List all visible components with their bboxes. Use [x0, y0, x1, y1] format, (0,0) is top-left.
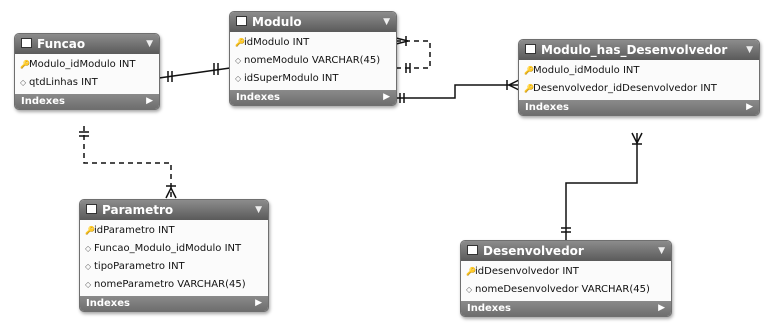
column-icon: ◇: [466, 285, 473, 294]
table-desenvolvedor[interactable]: Desenvolvedor ▼ 🔑idDesenvolvedor INT ◇no…: [460, 240, 672, 317]
table-modulo[interactable]: Modulo ▼ 🔑idModulo INT ◇nomeModulo VARCH…: [229, 11, 397, 106]
table-header[interactable]: Modulo ▼: [230, 12, 396, 32]
column-icon: ◇: [235, 74, 242, 83]
column-row: 🔑Modulo_idModulo INT: [15, 56, 159, 74]
key-icon: 🔑: [524, 66, 534, 75]
column-icon: ◇: [85, 262, 92, 271]
table-icon: [21, 38, 32, 48]
column-icon: ◇: [20, 78, 27, 87]
column-row: ◇idSuperModulo INT: [230, 70, 396, 88]
indexes-section[interactable]: Indexes▶: [80, 296, 268, 311]
table-modulo-has-desenvolvedor[interactable]: Modulo_has_Desenvolvedor ▼ 🔑Modulo_idMod…: [518, 39, 760, 116]
collapse-arrow-icon[interactable]: ▼: [383, 17, 390, 27]
column-row: ◇Funcao_Modulo_idModulo INT: [80, 240, 268, 258]
key-icon: 🔑: [85, 226, 95, 235]
table-icon: [86, 204, 97, 214]
column-icon: ◇: [235, 56, 242, 65]
column-row: 🔑idDesenvolvedor INT: [461, 263, 671, 281]
table-name: Desenvolvedor: [483, 244, 584, 258]
column-row: ◇nomeModulo VARCHAR(45): [230, 52, 396, 70]
column-row: 🔑idParametro INT: [80, 222, 268, 240]
expand-arrow-icon[interactable]: ▶: [146, 96, 153, 106]
indexes-section[interactable]: Indexes▶: [519, 100, 759, 115]
collapse-arrow-icon[interactable]: ▼: [146, 39, 153, 49]
expand-arrow-icon[interactable]: ▶: [383, 92, 390, 102]
column-row: ◇tipoParametro INT: [80, 258, 268, 276]
table-name: Modulo_has_Desenvolvedor: [541, 43, 728, 57]
column-row: ◇nomeParametro VARCHAR(45): [80, 276, 268, 294]
column-icon: ◇: [85, 244, 92, 253]
expand-arrow-icon[interactable]: ▶: [746, 102, 753, 112]
key-icon: 🔑: [524, 84, 534, 93]
indexes-section[interactable]: Indexes▶: [15, 94, 159, 109]
expand-arrow-icon[interactable]: ▶: [658, 303, 665, 313]
column-row: 🔑idModulo INT: [230, 34, 396, 52]
rel-desenvolvedor-mhd: [561, 132, 643, 240]
table-name: Parametro: [102, 203, 174, 217]
table-icon: [525, 44, 536, 54]
table-name: Funcao: [37, 37, 86, 51]
expand-arrow-icon[interactable]: ▶: [255, 298, 262, 308]
collapse-arrow-icon[interactable]: ▼: [746, 45, 753, 55]
column-row: 🔑Modulo_idModulo INT: [519, 62, 759, 80]
rel-funcao-modulo: [158, 63, 231, 82]
column-row: ◇qtdLinhas INT: [15, 74, 159, 92]
table-header[interactable]: Parametro ▼: [80, 200, 268, 220]
column-row: 🔑Desenvolvedor_idDesenvolvedor INT: [519, 80, 759, 98]
table-parametro[interactable]: Parametro ▼ 🔑idParametro INT ◇Funcao_Mod…: [79, 199, 269, 312]
collapse-arrow-icon[interactable]: ▼: [255, 205, 262, 215]
table-header[interactable]: Funcao ▼: [15, 34, 159, 54]
key-icon: 🔑: [466, 267, 476, 276]
table-icon: [236, 16, 247, 26]
rel-modulo-self: [395, 36, 431, 73]
column-icon: ◇: [85, 280, 92, 289]
rel-modulo-mhd: [396, 79, 520, 103]
table-funcao[interactable]: Funcao ▼ 🔑Modulo_idModulo INT ◇qtdLinhas…: [14, 33, 160, 110]
indexes-section[interactable]: Indexes▶: [461, 301, 671, 316]
table-icon: [467, 245, 478, 255]
table-name: Modulo: [252, 15, 302, 29]
collapse-arrow-icon[interactable]: ▼: [658, 246, 665, 256]
rel-funcao-parametro: [79, 126, 177, 199]
table-header[interactable]: Desenvolvedor ▼: [461, 241, 671, 261]
table-header[interactable]: Modulo_has_Desenvolvedor ▼: [519, 40, 759, 60]
indexes-section[interactable]: Indexes▶: [230, 90, 396, 105]
key-icon: 🔑: [20, 60, 30, 69]
key-icon: 🔑: [235, 38, 245, 47]
column-row: ◇nomeDesenvolvedor VARCHAR(45): [461, 281, 671, 299]
